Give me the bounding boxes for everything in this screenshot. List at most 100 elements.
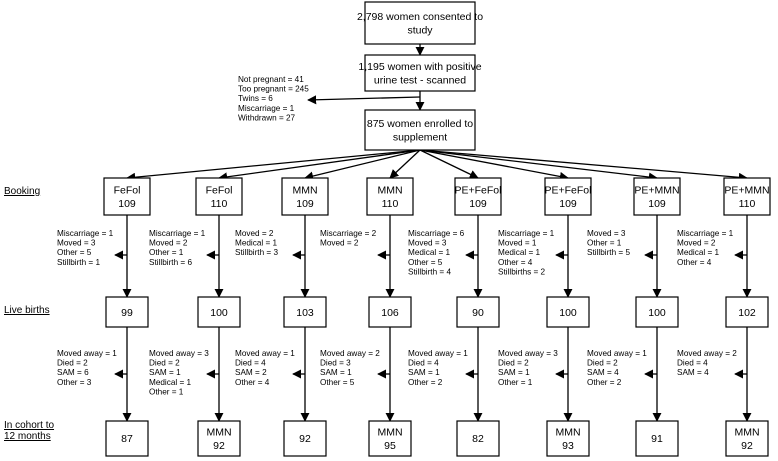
arm-8-live-births-value: 102 (738, 307, 756, 319)
arm-5-pregnancy-losses-line: Other = 5 (408, 258, 443, 267)
arm-1-pregnancy-losses-line: Other = 5 (57, 248, 92, 257)
exclusions-list-line: Twins = 6 (238, 94, 273, 103)
arm-5-infant-losses-line: SAM = 1 (408, 368, 440, 377)
arm-3-booking-box (281, 177, 329, 216)
arm-4-pregnancy-losses-line: Miscarriage = 2 (320, 229, 377, 238)
arm-2-pregnancy-losses-line: Miscarriage = 1 (149, 229, 206, 238)
arm-3-live-births-value: 103 (296, 307, 314, 319)
arm-8-infant-losses-line: SAM = 4 (677, 368, 709, 377)
arm-4-cohort-box-text-line: 95 (384, 440, 396, 452)
enrolled-box (364, 109, 476, 151)
arm-4-booking-box-text-line: MMN (377, 184, 402, 196)
arm-6-live-births-box (546, 296, 590, 328)
arm-1-cohort-box-text-line: 87 (121, 433, 133, 445)
arm-7-cohort-box-text: 91 (651, 433, 663, 445)
arm-4-allocation-arrow (389, 149, 421, 179)
arm-6-pregnancy-losses-line: Other = 4 (498, 258, 533, 267)
arm-2-cohort-box (197, 420, 241, 457)
arm-1-live-births-value: 99 (121, 307, 133, 319)
arm-7-live-births-value: 100 (648, 307, 666, 319)
connectors (114, 44, 752, 422)
arm-3-allocation-arrow (304, 149, 421, 181)
arm-7-pregnancy-losses-line: Moved = 3 (587, 229, 626, 238)
arm-1-allocation-arrow (126, 149, 421, 182)
arm-3-infant-losses-line: Died = 4 (235, 359, 266, 368)
arm-5-infant-losses-line: Moved away = 1 (408, 349, 468, 358)
arm-8-pregnancy-losses-line: Medical = 1 (677, 248, 720, 257)
arm-7-infant-losses-line: SAM = 4 (587, 368, 619, 377)
arm-1-infant-losses-line: Moved away = 1 (57, 349, 117, 358)
arm-7-infant-losses-line: Moved away = 1 (587, 349, 647, 358)
arm-4-pregnancy-losses-line: Moved = 2 (320, 239, 359, 248)
arm-5-cohort-box (456, 420, 500, 457)
arm-7-booking-box-text-line: 109 (648, 198, 666, 210)
arm-2-pregnancy-losses-line: Other = 1 (149, 248, 184, 257)
arm-4-cohort-box-text-line: MMN (377, 426, 402, 438)
arm-2-infant-losses-line: SAM = 1 (149, 368, 181, 377)
arm-6-booking-box-text-line: PE+FeFol (545, 184, 592, 196)
arm-3-cohort-box-text-line: 92 (299, 433, 311, 445)
arm-8-booking-box (723, 177, 771, 216)
arm-6-allocation-arrow (419, 149, 569, 181)
arm-2-infant-losses-line: Other = 1 (149, 387, 184, 396)
arm-1-infant-losses-line: Other = 3 (57, 378, 92, 387)
arm-5-booking-box (454, 177, 502, 216)
arm-6-infant-losses-line: Other = 1 (498, 378, 533, 387)
arm-1-booking-box-text-line: FeFol (114, 184, 141, 196)
arm-6-cohort-box (546, 420, 590, 457)
exclusions-list-line: Not pregnant = 41 (238, 75, 304, 84)
arm-1-pregnancy-losses-line: Moved = 3 (57, 239, 96, 248)
arm-5-pregnancy-losses-line: Moved = 3 (408, 239, 447, 248)
arm-1-booking-box (103, 177, 151, 216)
arm-8-pregnancy-losses-line: Other = 4 (677, 258, 712, 267)
arm-5-allocation-arrow (419, 149, 479, 179)
arm-1-live-births-box (105, 296, 149, 328)
arm-4-infant-losses-line: SAM = 1 (320, 368, 352, 377)
arm-2-cohort-box-text-line: MMN (206, 426, 231, 438)
stage-live-births: Live births (4, 305, 50, 316)
arm-3-booking-box-text-line: MMN (292, 184, 317, 196)
arm-6-cohort-box-text-line: MMN (555, 426, 580, 438)
stage-cohort-line: 12 months (4, 431, 51, 442)
arm-6-pregnancy-losses-line: Medical = 1 (498, 248, 541, 257)
arm-1-infant-losses-line: Died = 2 (57, 359, 88, 368)
arm-5-infant-losses-line: Died = 4 (408, 359, 439, 368)
arm-2-booking-box-text-line: FeFol (206, 184, 233, 196)
arm-6-pregnancy-losses-line: Moved = 1 (498, 239, 537, 248)
arm-5-infant-losses-line: Other = 2 (408, 378, 443, 387)
arm-5-cohort-box-text-line: 82 (472, 433, 484, 445)
arm-1-pregnancy-losses-line: Stillbirth = 1 (57, 258, 100, 267)
arm-7-live-births-box (635, 296, 679, 328)
exclusions-list-line: Miscarriage = 1 (238, 104, 295, 113)
arm-8-booking-box-text-line: 110 (739, 198, 756, 210)
arm-4-infant-losses-line: Other = 5 (320, 378, 355, 387)
arm-4-live-births-box (368, 296, 412, 328)
arm-2-infant-losses-line: Moved away = 3 (149, 349, 209, 358)
arm-7-cohort-box-text-line: 91 (651, 433, 663, 445)
exclusions-list-line: Withdrawn = 27 (238, 113, 296, 122)
arm-8-cohort-box-text-line: 92 (741, 440, 753, 452)
consented-box-text-line: study (407, 24, 433, 36)
arm-6-pregnancy-losses-line: Miscarriage = 1 (498, 229, 555, 238)
positive-test-box-text-line: 1,195 women with positive (358, 61, 481, 73)
arm-6-cohort-box-text-line: 93 (562, 440, 574, 452)
arm-4-live-births-value: 106 (381, 307, 399, 319)
